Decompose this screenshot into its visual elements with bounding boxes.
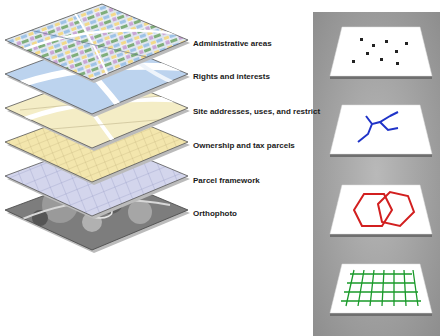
layer-label: Ownership and tax parcels (193, 141, 295, 151)
layer-label: Parcel framework (193, 176, 260, 186)
layer-label: Site addresses, uses, and restrict (193, 107, 320, 117)
layer-label: Orthophoto (193, 209, 237, 219)
layer-label: Rights and interests (193, 72, 270, 82)
layer-label: Administrative areas (193, 39, 272, 49)
